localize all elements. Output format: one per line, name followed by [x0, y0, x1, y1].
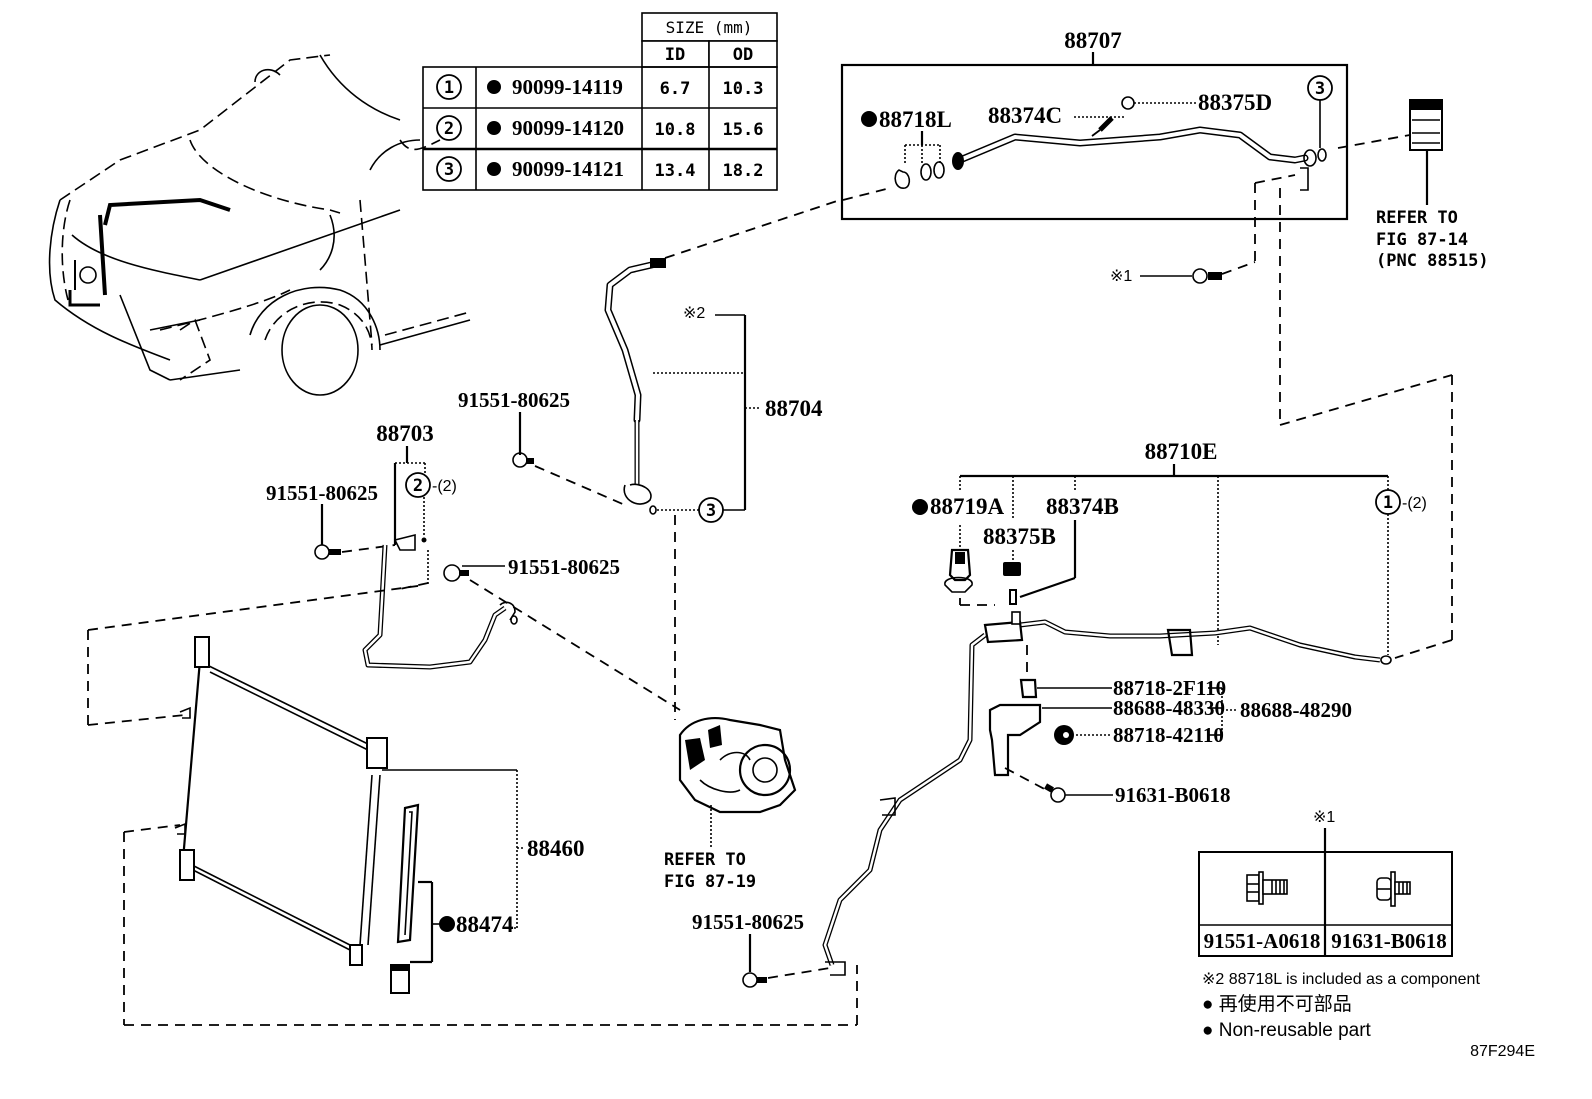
bolt-label-91551-80625[interactable]: 91551-80625	[508, 555, 620, 579]
non-reusable-marker-icon	[912, 499, 928, 515]
bolt-label-91551-80625[interactable]: 91551-80625	[458, 388, 570, 412]
refer-to-label: REFER TO	[664, 850, 746, 870]
part-label-88718-2F110[interactable]: 88718-2F110	[1113, 676, 1226, 700]
part-label-88718-42110[interactable]: 88718-42110	[1113, 723, 1224, 747]
inner-diameter: 13.4	[655, 161, 696, 181]
part-label-88688-48290[interactable]: 88688-48290	[1240, 698, 1352, 722]
part-label-88375B[interactable]: 88375B	[983, 524, 1056, 549]
bolt-bottom-91551: 91551-80625	[692, 910, 831, 988]
non-reusable-marker-icon	[861, 111, 877, 127]
note1-marker: ※1	[1110, 268, 1132, 285]
size-table-row: 2 90099-14120 10.8 15.6	[436, 115, 764, 141]
liquid-tube-88710E: 88710E 88719A 88374B 88375B	[822, 374, 1453, 976]
outer-diameter: 10.3	[723, 79, 764, 99]
outer-diameter: 18.2	[723, 161, 764, 181]
part-label-88374C[interactable]: 88374C	[988, 103, 1062, 128]
ref-number: 1	[444, 78, 454, 98]
inner-diameter: 6.7	[660, 79, 691, 99]
bolt-label-91631-B0618[interactable]: 91631-B0618	[1115, 783, 1231, 807]
part-label-88704[interactable]: 88704	[765, 396, 823, 421]
ref-circle-1: 1	[1383, 493, 1393, 513]
quantity-label: -(2)	[432, 478, 457, 495]
part-number: 90099-14119	[512, 75, 623, 99]
pnc-reference: (PNC 88515)	[1376, 251, 1489, 271]
non-reusable-marker-icon	[439, 916, 455, 932]
legend-non-reusable-jp: ● 再使用不可部品	[1202, 993, 1352, 1015]
od-column-header: OD	[733, 45, 753, 65]
suction-hose-assembly-88707: 88707 88718L 88374C 88375D 3	[840, 28, 1411, 425]
figure-id: 87F294E	[1470, 1043, 1535, 1060]
bolt-type-table: ※1 91551-A0618 91631-B0618	[1198, 809, 1453, 957]
size-table-row: 3 90099-14121 13.4 18.2	[436, 156, 764, 182]
part-label-88688-48330[interactable]: 88688-48330	[1113, 696, 1225, 720]
figure-reference-link[interactable]: FIG 87-14	[1376, 230, 1468, 250]
hose-size-table: SIZE (mm) ID OD 1 90099-14119 6.7 10.3 2…	[422, 12, 778, 191]
inner-diameter: 10.8	[655, 120, 696, 140]
ref-circle-3: 3	[706, 501, 716, 521]
bolt-label-91551-80625[interactable]: 91551-80625	[692, 910, 804, 934]
part-label-88707[interactable]: 88707	[1064, 28, 1122, 53]
part-number: 90099-14121	[512, 157, 624, 181]
bolt-part-number[interactable]: 91631-B0618	[1331, 929, 1447, 953]
ref-number: 3	[444, 160, 454, 180]
figure-reference-link[interactable]: FIG 87-19	[664, 872, 756, 892]
notes: ※2 88718L is included as a component ● 再…	[1202, 971, 1535, 1060]
part-label-88718L[interactable]: 88718L	[879, 107, 952, 132]
vehicle-location-illustration	[48, 54, 471, 396]
non-reusable-marker-icon	[487, 121, 501, 135]
flange-bolt-icon	[1246, 871, 1288, 905]
bolt-label-91551-80625[interactable]: 91551-80625	[266, 481, 378, 505]
bolt-note1: ※1	[1110, 261, 1256, 285]
bolt-table-title: ※1	[1313, 809, 1335, 826]
refer-to-label: REFER TO	[1376, 208, 1458, 228]
non-reusable-marker-icon	[487, 162, 501, 176]
non-reusable-marker-icon	[487, 80, 501, 94]
part-number: 90099-14120	[512, 116, 624, 140]
note2-text: ※2 88718L is included as a component	[1202, 971, 1480, 988]
part-label-88710E[interactable]: 88710E	[1145, 439, 1218, 464]
part-label-88474[interactable]: 88474	[456, 912, 514, 937]
part-label-88375D[interactable]: 88375D	[1198, 90, 1272, 115]
ref-circle-2: 2	[413, 476, 423, 496]
expansion-valve-reference: REFER TO FIG 87-14 (PNC 88515)	[1376, 99, 1489, 271]
washer-bolt-icon	[1376, 871, 1411, 907]
part-label-88374B[interactable]: 88374B	[1046, 494, 1119, 519]
size-header: SIZE (mm)	[666, 18, 753, 37]
ref-number: 2	[444, 119, 454, 139]
part-label-88719A[interactable]: 88719A	[930, 494, 1005, 519]
discharge-hose-88704: ※2 88704 3 91551-80625	[458, 199, 841, 720]
part-label-88460[interactable]: 88460	[527, 836, 585, 861]
bracket-group-88688-48290: 88718-2F110 88688-48330 88718-42110 8868…	[988, 645, 1352, 807]
compressor-reference: REFER TO FIG 87-19	[664, 717, 797, 892]
ref-circle-3: 3	[1315, 79, 1325, 99]
id-column-header: ID	[665, 45, 685, 65]
outer-diameter: 15.6	[723, 120, 764, 140]
discharge-tube-88703: 88703 2 -(2) 91551-80625 91551-80625	[87, 421, 681, 726]
part-label-88703[interactable]: 88703	[376, 421, 434, 446]
legend-non-reusable-en: ● Non-reusable part	[1202, 1020, 1372, 1041]
note2-marker: ※2	[683, 305, 705, 322]
condenser-88460: 88460 88474	[123, 636, 858, 1026]
bolt-part-number[interactable]: 91551-A0618	[1204, 929, 1321, 953]
size-table-row: 1 90099-14119 6.7 10.3	[436, 74, 764, 100]
quantity-label: -(2)	[1402, 495, 1427, 512]
